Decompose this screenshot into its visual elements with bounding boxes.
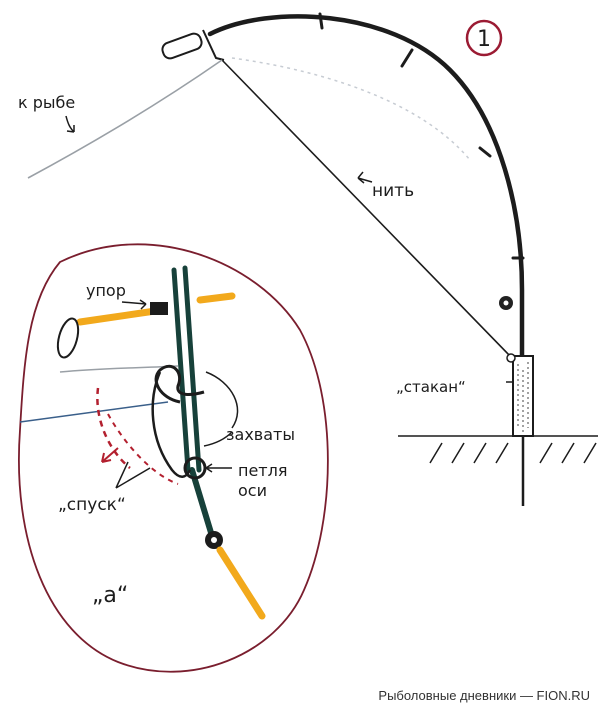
stop-block <box>150 302 168 315</box>
label-axis-loop-line2: оси <box>238 481 267 500</box>
ground <box>398 435 598 464</box>
to-fish-arrow <box>65 115 75 133</box>
trigger-motion-arrow <box>101 447 119 463</box>
stop-stick-hook <box>56 317 80 359</box>
label-to-fish: к рыбе <box>18 93 75 112</box>
cup <box>506 353 534 506</box>
pencil-sketch-line <box>231 57 471 161</box>
axis-loop <box>183 456 207 480</box>
grip-hook <box>154 364 205 404</box>
label-inset: „а“ <box>92 583 128 608</box>
stop-leader <box>121 299 147 310</box>
rod-lower-bar <box>189 467 215 539</box>
rod-bar-left <box>171 267 191 473</box>
figure-number-circle <box>465 19 503 57</box>
rod-tip <box>161 29 225 61</box>
tip-ring <box>161 32 203 60</box>
rod-ring-hole <box>211 537 217 543</box>
axis-loop-leader <box>205 463 232 473</box>
inset-thread-lower <box>19 401 169 423</box>
thread-arrow <box>357 171 373 184</box>
grips-leader-lower <box>203 431 233 447</box>
trigger-motion-path-inner <box>107 413 179 485</box>
inset-outline <box>18 243 329 673</box>
stop-stick-left <box>76 306 166 326</box>
source-caption: Рыболовные дневники — FION.RU <box>378 688 590 703</box>
trigger-leader <box>115 461 151 489</box>
rod-guide <box>478 146 492 158</box>
label-stop: упор <box>86 281 126 300</box>
rod-bar-right <box>182 265 202 473</box>
reel <box>499 296 513 310</box>
trigger-attachment-ring <box>506 353 516 363</box>
line-to-fish <box>27 59 223 179</box>
label-thread: нить <box>372 181 414 201</box>
trigger-motion-path <box>96 387 131 469</box>
label-axis-loop-line1: петля <box>238 461 287 480</box>
grips-leader-upper <box>205 371 239 429</box>
reel-hub <box>503 300 509 306</box>
label-cup: „стакан“ <box>396 378 466 396</box>
lower-stick <box>216 546 266 620</box>
label-grips: захваты <box>226 425 295 444</box>
thread-line <box>221 59 513 359</box>
rod-guide <box>400 48 414 68</box>
label-trigger: „спуск“ <box>58 495 126 515</box>
rod-guide <box>318 12 324 30</box>
figure-number-text: 1 <box>477 27 491 52</box>
stop-stick-right <box>196 292 236 304</box>
figure-number: 1 <box>465 19 503 57</box>
trigger-wire <box>151 371 192 478</box>
bent-rod <box>207 14 525 359</box>
cup-shading <box>517 362 529 432</box>
tip-bracket <box>202 29 225 61</box>
rod-guides <box>318 12 525 260</box>
ground-hatching <box>429 442 597 464</box>
inset-detail: упор захваты петля оси „спуск“ „а“ <box>18 243 329 673</box>
